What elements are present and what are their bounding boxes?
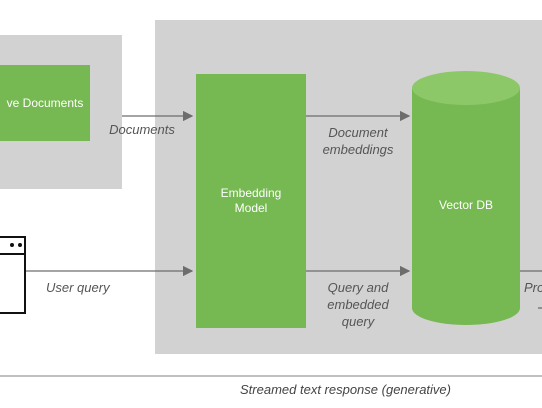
streamed-response-label: Streamed text response (generative) [240,382,451,397]
embedding-model-node: Embedding Model [196,74,306,328]
documents-edge-label: Documents [109,122,175,137]
prompt-edge-label: Pro [524,280,542,295]
user-browser-window: e [0,236,26,314]
vector-db-label: Vector DB [438,197,494,212]
source-documents-label: ve Documents [6,95,84,110]
vector-db-node: Vector DB [412,190,520,220]
browser-dot-icon [10,243,14,247]
document-embeddings-edge-label: Document embeddings [322,125,394,157]
browser-dot-icon [18,243,22,247]
source-documents-node: ve Documents [0,65,90,141]
browser-title-bar [0,238,24,255]
embedding-model-label: Embedding Model [220,186,282,215]
query-embedded-edge-label: Query and embedded query [327,280,389,329]
user-query-edge-label: User query [46,280,110,295]
